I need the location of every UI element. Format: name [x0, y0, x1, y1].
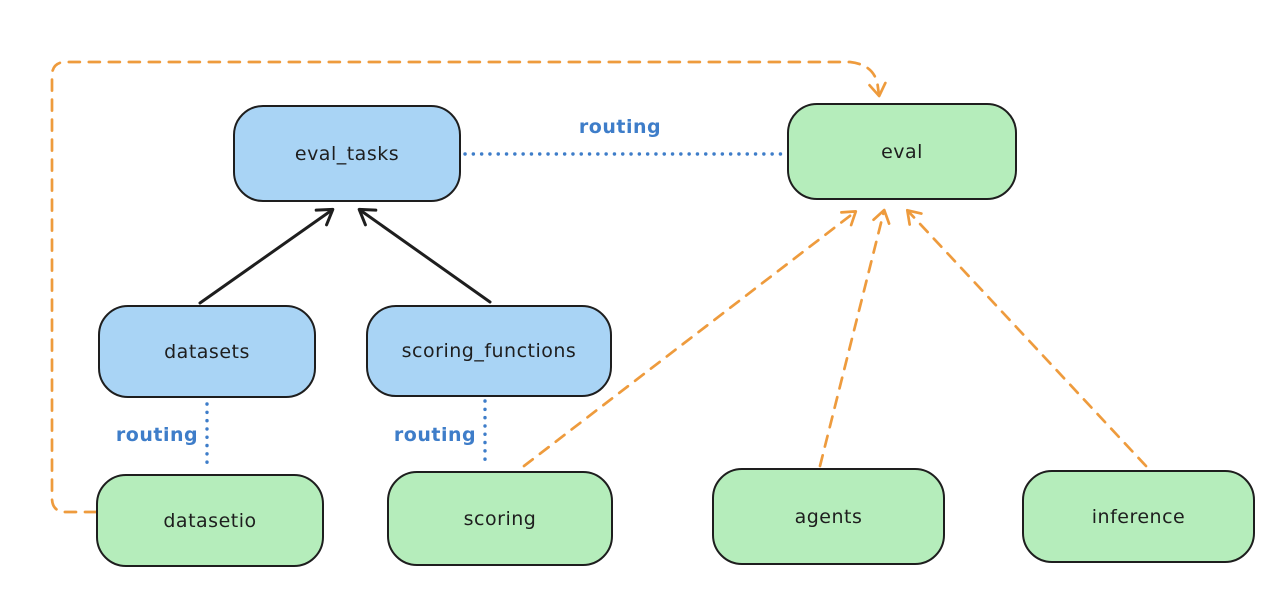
node-scoring-label: scoring [463, 507, 537, 530]
node-scoring-functions: scoring_functions [366, 305, 612, 397]
node-datasets-label: datasets [164, 340, 250, 363]
edge-datasets-to-eval-tasks [198, 207, 335, 305]
node-datasetio-label: datasetio [163, 509, 257, 532]
node-eval-label: eval [881, 140, 923, 163]
node-inference: inference [1022, 470, 1255, 563]
node-scoring-functions-label: scoring_functions [401, 340, 577, 362]
node-eval-tasks: eval_tasks [233, 105, 461, 202]
edge-label-routing-left: routing [115, 424, 199, 446]
node-agents-label: agents [794, 505, 863, 528]
node-agents: agents [712, 468, 945, 565]
node-eval-tasks-label: eval_tasks [294, 142, 400, 165]
node-datasets: datasets [98, 305, 316, 398]
edge-label-routing-top: routing [578, 116, 662, 138]
node-inference-label: inference [1091, 505, 1186, 528]
edge-datasetio-to-eval [50, 60, 887, 514]
edge-scoring-functions-to-eval-tasks [357, 207, 492, 304]
node-eval: eval [787, 103, 1017, 200]
edge-inference-to-eval [905, 208, 1148, 468]
edge-label-routing-middle: routing [393, 424, 477, 446]
node-datasetio: datasetio [96, 474, 324, 567]
edge-agents-to-eval [818, 208, 891, 468]
edge-scoring-to-eval [522, 210, 858, 468]
node-scoring: scoring [387, 471, 613, 566]
